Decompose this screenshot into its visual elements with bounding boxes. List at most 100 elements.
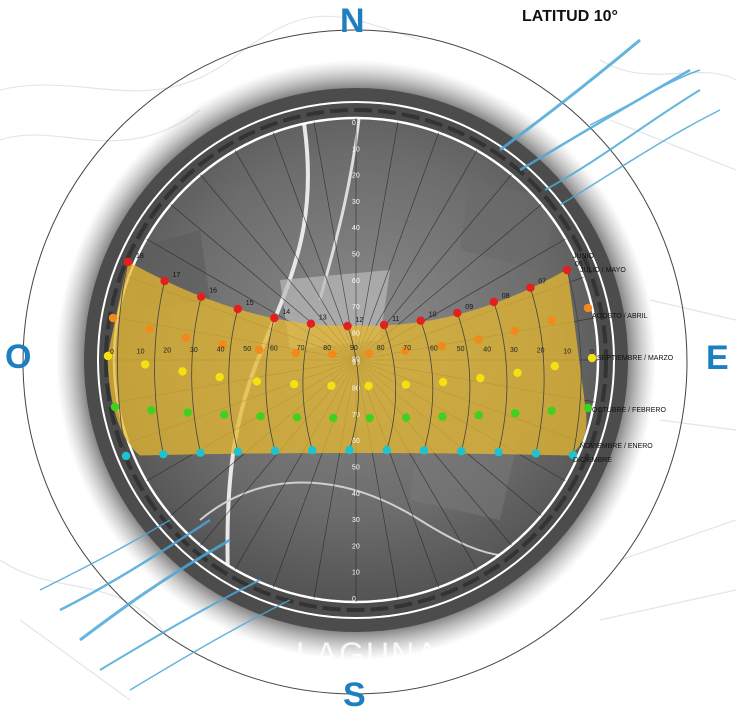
altitude-label: 40 <box>352 491 360 498</box>
sun-point <box>550 361 559 371</box>
sun-point <box>489 297 498 307</box>
altitude-label: 60 <box>352 438 360 445</box>
hour-label: 07 <box>538 279 546 286</box>
sun-point <box>457 446 466 456</box>
hour-curve <box>420 320 434 451</box>
sun-point <box>513 368 522 377</box>
hour-label: 10 <box>429 312 437 319</box>
dashed-ring <box>104 108 608 612</box>
azimuth-row-label: 60 <box>430 346 438 353</box>
west-label: O <box>5 338 32 376</box>
sun-point <box>218 340 227 349</box>
altitude-label: 50 <box>352 464 360 471</box>
sun-points <box>103 257 597 461</box>
sun-point <box>401 346 410 355</box>
sun-point <box>474 335 483 344</box>
hour-label: 09 <box>465 304 473 311</box>
sun-point <box>270 313 279 323</box>
sun-point <box>197 292 206 301</box>
south-label: S <box>343 676 366 714</box>
azimuth-row-label: 70 <box>403 345 411 352</box>
hour-label: 13 <box>319 315 327 322</box>
sun-point <box>328 349 337 359</box>
hour-curves <box>117 261 582 457</box>
hour-label: 15 <box>246 300 254 307</box>
latitude-title: LATITUD 10° <box>522 8 618 25</box>
hour-curve <box>383 324 397 451</box>
hour-curve <box>154 280 165 455</box>
sun-point <box>160 276 169 286</box>
hour-label: 06 <box>575 261 583 268</box>
sun-point <box>110 402 120 412</box>
altitude-label: 70 <box>352 412 360 419</box>
sun-point <box>511 409 520 418</box>
hour-curve <box>228 308 239 452</box>
sun-point <box>215 372 224 382</box>
hour-label: 14 <box>282 309 290 316</box>
hour-curve <box>265 317 276 451</box>
azimuth-row-label: 10 <box>563 348 571 355</box>
north-label: N <box>340 2 365 40</box>
sun-point <box>345 445 354 455</box>
azimuth-row-label: 60 <box>270 346 278 353</box>
sun-point <box>123 257 133 267</box>
sun-point <box>476 373 485 383</box>
sun-point <box>568 450 578 460</box>
hour-curve <box>302 323 313 451</box>
hour-curve <box>530 287 545 454</box>
sun-point <box>145 324 154 334</box>
azimuth-row-label: 70 <box>297 345 305 352</box>
sun-point <box>419 446 429 455</box>
azimuth-row-label: 30 <box>190 347 198 354</box>
azimuth-row-label: 20 <box>163 348 171 355</box>
sun-point <box>365 413 374 423</box>
azimuth-line <box>355 121 399 361</box>
sun-point <box>526 283 535 292</box>
month-label: SEPTIEMBRE / MARZO <box>597 355 674 362</box>
sun-point <box>379 320 389 330</box>
sun-point <box>108 313 118 323</box>
azimuth-row-label: 40 <box>217 346 225 353</box>
sun-point <box>583 303 593 313</box>
sun-point <box>329 413 338 423</box>
month-label: JULIO / MAYO <box>580 267 626 274</box>
sun-point <box>233 447 242 456</box>
hour-curve <box>566 269 582 456</box>
hour-curve <box>191 296 202 453</box>
altitude-label: 50 <box>352 252 360 259</box>
wind-streaks-sw <box>39 518 291 691</box>
hour-curve <box>117 261 129 457</box>
sun-point <box>531 449 540 458</box>
sun-point <box>438 377 448 387</box>
altitude-label: 60 <box>352 278 360 285</box>
azimuth-line <box>272 132 357 361</box>
sun-point <box>121 451 131 461</box>
sun-point <box>270 446 280 455</box>
hour-label: 18 <box>136 253 144 260</box>
sun-point <box>343 321 352 331</box>
sun-point <box>327 381 336 390</box>
sun-point <box>141 360 150 369</box>
altitude-label: 20 <box>352 543 360 550</box>
sun-point <box>494 447 503 457</box>
sun-point <box>364 381 373 391</box>
sun-point <box>474 411 483 420</box>
sun-point <box>308 446 317 455</box>
sun-point <box>147 405 156 415</box>
sun-point <box>103 351 113 361</box>
hour-curve <box>493 301 508 453</box>
hour-label: 16 <box>209 288 217 295</box>
azimuth-line <box>313 121 357 361</box>
month-label: DICIEMBRE <box>573 457 612 464</box>
altitude-label: 0 <box>352 120 356 127</box>
altitude-label: 90 <box>352 359 360 366</box>
hour-label: 08 <box>502 293 510 300</box>
sun-point <box>453 308 462 318</box>
azimuth-row-label: 90 <box>350 345 358 352</box>
month-label: AGOSTO / ABRIL <box>592 313 648 320</box>
altitude-label: 70 <box>352 304 360 311</box>
wind-streaks-ne <box>499 38 721 206</box>
azimuth-line <box>355 132 440 361</box>
sun-point <box>437 341 446 351</box>
altitude-label: 30 <box>352 199 360 206</box>
